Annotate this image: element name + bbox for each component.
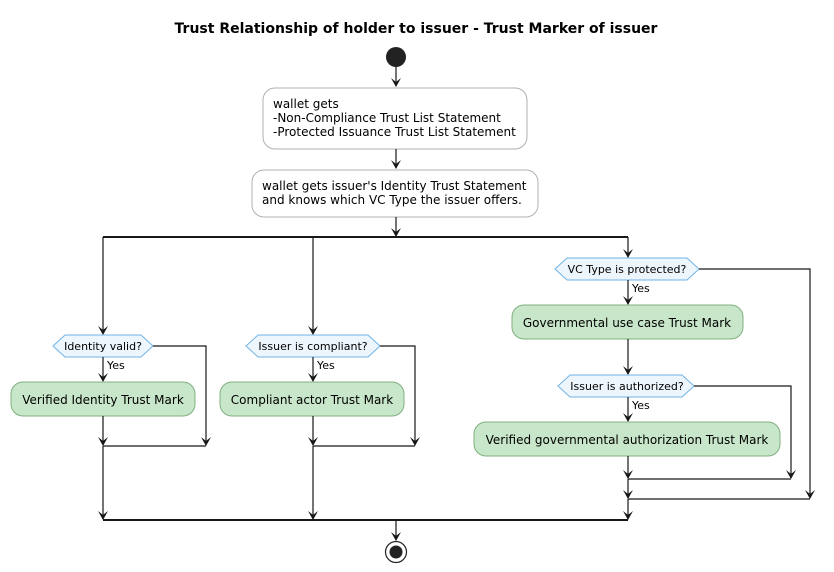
action-label: Verified Identity Trust Mark [22,393,184,407]
arrowhead [786,470,796,479]
decision-issuer-compliant-label: Issuer is compliant? [258,340,367,353]
edge-no-nested [694,385,792,478]
arrowhead [308,511,318,520]
arrowhead [391,160,401,169]
action-label: Governmental use case Trust Mark [523,316,731,330]
step1-line-1: wallet gets [273,97,339,111]
arrowhead [623,413,633,422]
arrowhead [623,490,633,499]
action-governmental-use-case-trust-mark: Governmental use case Trust Mark [511,304,744,340]
decision-issuer-compliant: Issuer is compliant? [245,334,381,358]
activity-step2: wallet gets issuer's Identity Trust Stat… [251,169,539,218]
arrowhead [308,326,318,335]
arrowhead [98,437,108,446]
arrowhead [201,437,211,446]
action-compliant-actor-trust-mark: Compliant actor Trust Mark [219,381,405,417]
arrowhead [623,511,633,520]
arrowhead [623,296,633,305]
decision-identity-valid: Identity valid? [52,334,154,358]
action-verified-identity-trust-mark: Verified Identity Trust Mark [10,381,196,417]
end-node [384,540,408,564]
arrowhead [98,511,108,520]
action-verified-governmental-authorization-trust-mark: Verified governmental authorization Trus… [473,421,781,457]
activity-step1: wallet gets -Non-Compliance Trust List S… [262,87,528,150]
arrowhead [623,470,633,479]
arrowhead [391,78,401,87]
arrowhead [410,437,420,446]
action-box [219,381,405,417]
edge-no-branch2 [380,345,416,445]
arrowhead [308,373,318,382]
decision-identity-valid-label: Identity valid? [64,340,142,353]
yes-label-branch3: Yes [631,282,650,295]
edge-no-branch1 [153,345,207,445]
step2-line-1: wallet gets issuer's Identity Trust Stat… [262,179,527,193]
edge-no-branch3 [699,268,811,498]
arrowhead [623,366,633,375]
arrowhead [391,228,401,237]
yes-label-branch1: Yes [106,359,125,372]
action-box [473,421,781,457]
arrowhead [805,490,815,499]
step1-line-3: -Protected Issuance Trust List Statement [273,125,516,139]
decision-vc-type-protected-label: VC Type is protected? [568,263,687,276]
step1-line-2: -Non-Compliance Trust List Statement [273,111,501,125]
arrowhead [308,437,318,446]
arrowhead [623,249,633,258]
decision-issuer-authorized: Issuer is authorized? [557,374,695,398]
decision-issuer-authorized-label: Issuer is authorized? [570,380,684,393]
decision-vc-type-protected: VC Type is protected? [554,257,700,281]
activity-step1-box [262,87,528,150]
action-label: Compliant actor Trust Mark [231,393,393,407]
start-node [386,47,406,67]
yes-label-branch2: Yes [316,359,335,372]
diagram-title: Trust Relationship of holder to issuer -… [175,21,658,37]
activity-step2-box [251,169,539,218]
step2-line-2: and knows which VC Type the issuer offer… [262,193,522,207]
arrowhead [98,373,108,382]
arrowhead [391,532,401,541]
arrowhead [98,326,108,335]
action-label: Verified governmental authorization Trus… [486,433,769,447]
end-node-dot [389,545,403,559]
yes-label-nested: Yes [631,399,650,412]
